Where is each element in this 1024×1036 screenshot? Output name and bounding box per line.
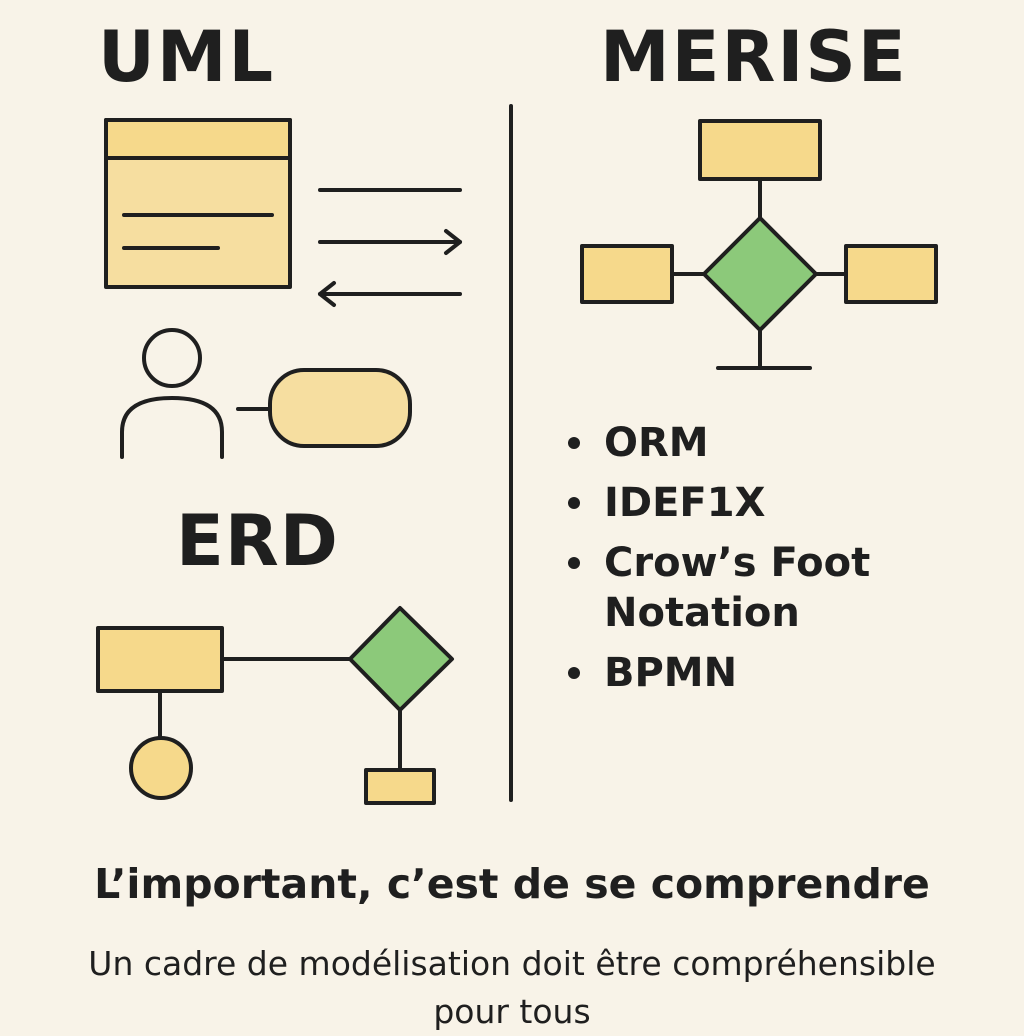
bullet-icon bbox=[568, 557, 580, 569]
list-item: BPMN bbox=[566, 648, 986, 698]
merise-title: MERISE bbox=[600, 16, 908, 98]
erd-title: ERD bbox=[176, 500, 339, 582]
merise-relation-diamond bbox=[702, 216, 818, 332]
bullet-icon bbox=[568, 497, 580, 509]
notation-label: Crow’s Foot Notation bbox=[604, 540, 871, 636]
uml-class-box bbox=[104, 118, 292, 289]
uml-actor-icon bbox=[120, 328, 224, 459]
uml-use-case bbox=[268, 368, 412, 448]
list-item: ORM bbox=[566, 418, 986, 468]
footer-subtitle: Un cadre de modélisation doit être compr… bbox=[88, 944, 936, 1031]
uml-title: UML bbox=[98, 16, 276, 98]
notation-label: ORM bbox=[604, 420, 709, 466]
merise-entity-top bbox=[698, 119, 822, 181]
notation-label: IDEF1X bbox=[604, 480, 766, 526]
erd-weak-entity bbox=[364, 768, 436, 805]
diagrams-illustration bbox=[96, 104, 938, 805]
merise-entity-right bbox=[844, 244, 938, 304]
erd-diagram bbox=[96, 606, 454, 805]
erd-relation-diamond bbox=[348, 606, 454, 712]
merise-entity-left bbox=[580, 244, 674, 304]
footer-title: L’important, c’est de se comprendre bbox=[94, 860, 930, 908]
list-item: IDEF1X bbox=[566, 478, 986, 528]
uml-association-lines bbox=[318, 188, 462, 307]
erd-entity bbox=[96, 626, 224, 693]
bullet-icon bbox=[568, 667, 580, 679]
notation-label: BPMN bbox=[604, 650, 738, 696]
erd-attribute bbox=[129, 736, 193, 800]
merise-diagram bbox=[580, 119, 938, 370]
notation-list: ORM IDEF1X Crow’s Foot Notation BPMN bbox=[566, 418, 986, 708]
bullet-icon bbox=[568, 437, 580, 449]
list-item: Crow’s Foot Notation bbox=[566, 538, 986, 638]
